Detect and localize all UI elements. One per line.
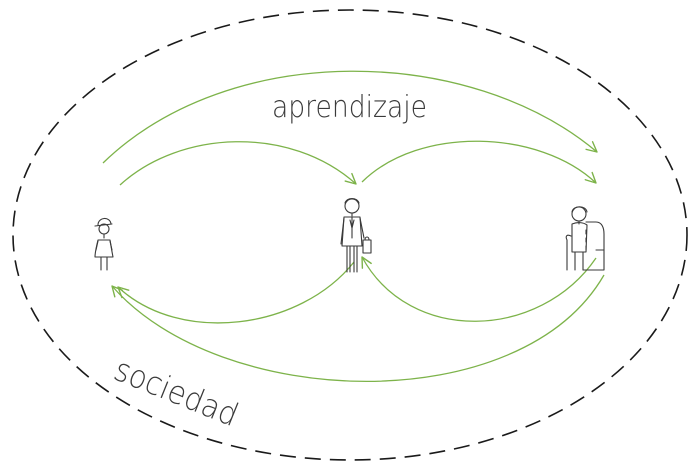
arrow-elder-to-adult [361,256,597,322]
adult-figure-icon [340,197,372,273]
child-figure-icon [94,217,114,271]
elder-figure-icon [565,206,605,271]
label-aprendizaje: aprendizaje [272,90,427,125]
arrow-long-bottom [111,274,605,383]
arrow-child-to-adult [119,141,357,186]
label-sociedad: sociedad [109,350,244,434]
society-boundary [12,9,688,461]
arrow-long-top [102,70,598,164]
arrow-adult-to-child [117,261,355,324]
arrow-adult-to-elder [361,140,597,184]
